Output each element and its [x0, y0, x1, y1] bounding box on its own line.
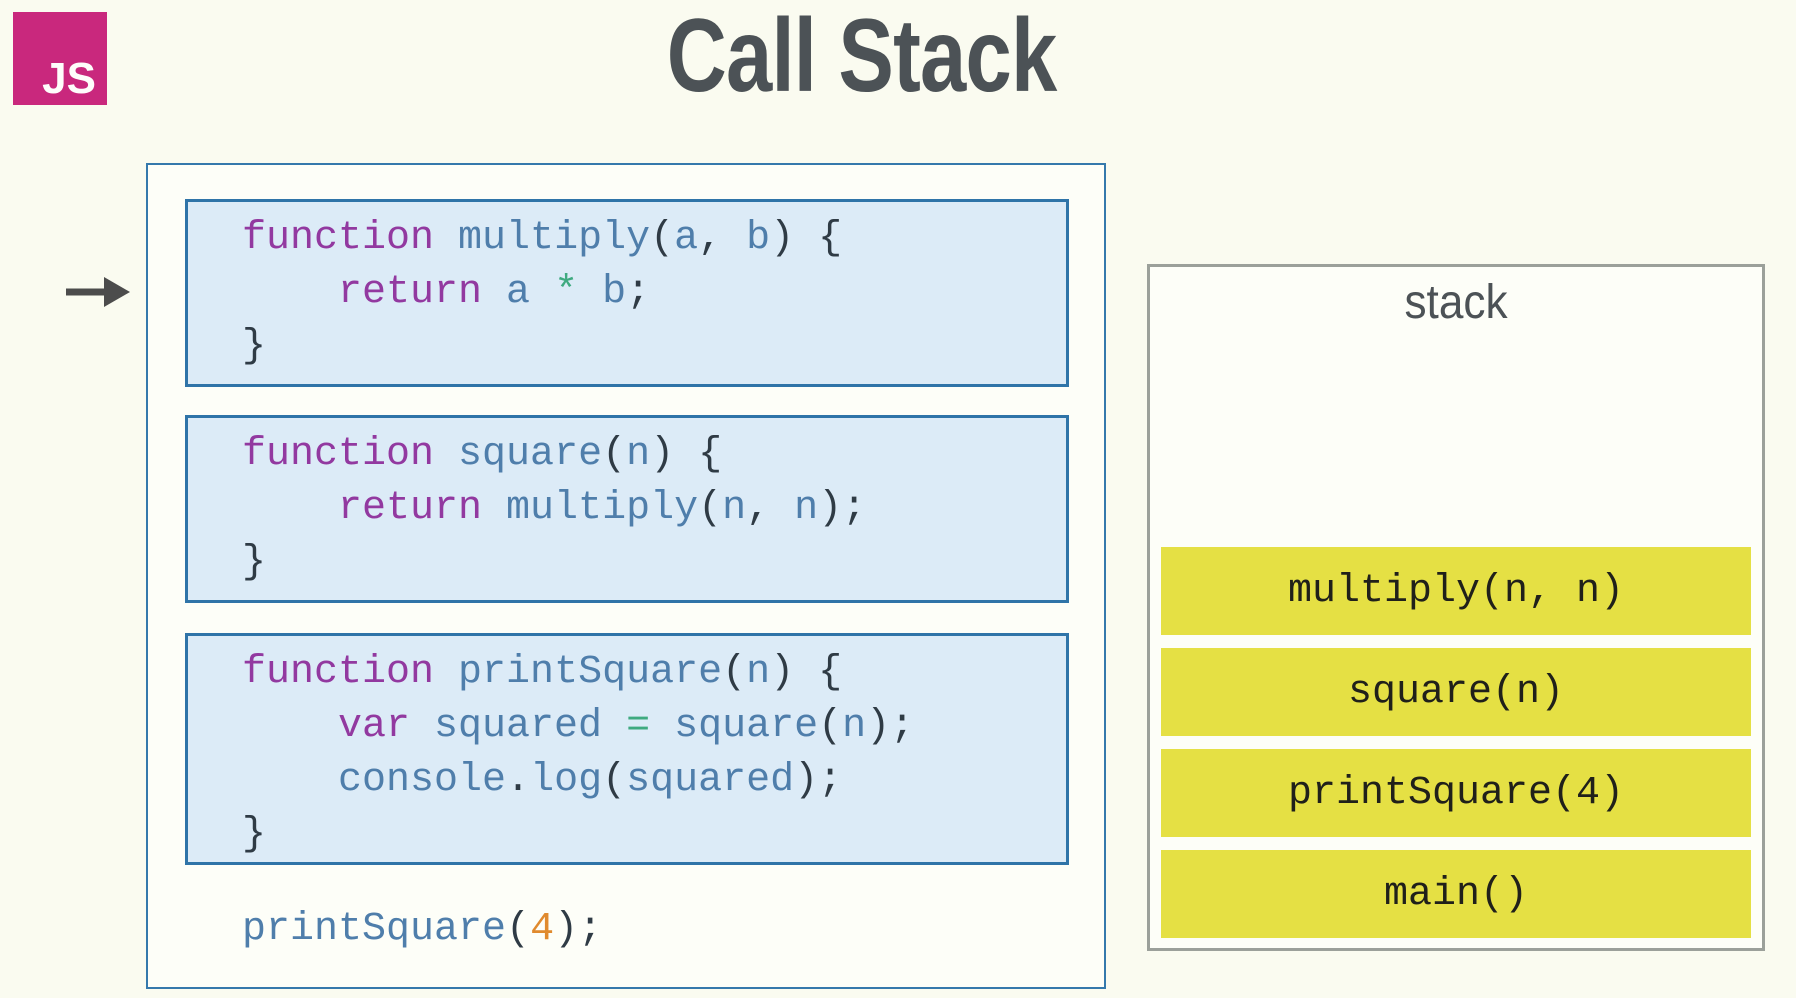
stack-frame-main: main() [1161, 850, 1751, 938]
stack-panel: stack multiply(n, n) square(n) printSqua… [1147, 264, 1765, 951]
stack-label-row: stack [1150, 279, 1762, 327]
stack-frame-multiply: multiply(n, n) [1161, 547, 1751, 635]
code-block-multiply: function multiply(a, b) { return a * b;} [185, 199, 1069, 387]
stack-label: stack [1404, 276, 1508, 329]
call-statement: printSquare(4); [242, 907, 603, 952]
stack-frame-square: square(n) [1161, 648, 1751, 736]
stack-frames: multiply(n, n) square(n) printSquare(4) … [1161, 547, 1751, 938]
javascript-logo-text: JS [42, 54, 96, 103]
code-block-square: function square(n) { return multiply(n, … [185, 415, 1069, 603]
code-block-printsquare: function printSquare(n) { var squared = … [185, 633, 1069, 865]
javascript-logo: JS [13, 12, 107, 105]
stack-frame-printsquare: printSquare(4) [1161, 749, 1751, 837]
code-panel: function multiply(a, b) { return a * b;}… [146, 163, 1106, 989]
execution-pointer-arrow-icon [66, 277, 130, 307]
